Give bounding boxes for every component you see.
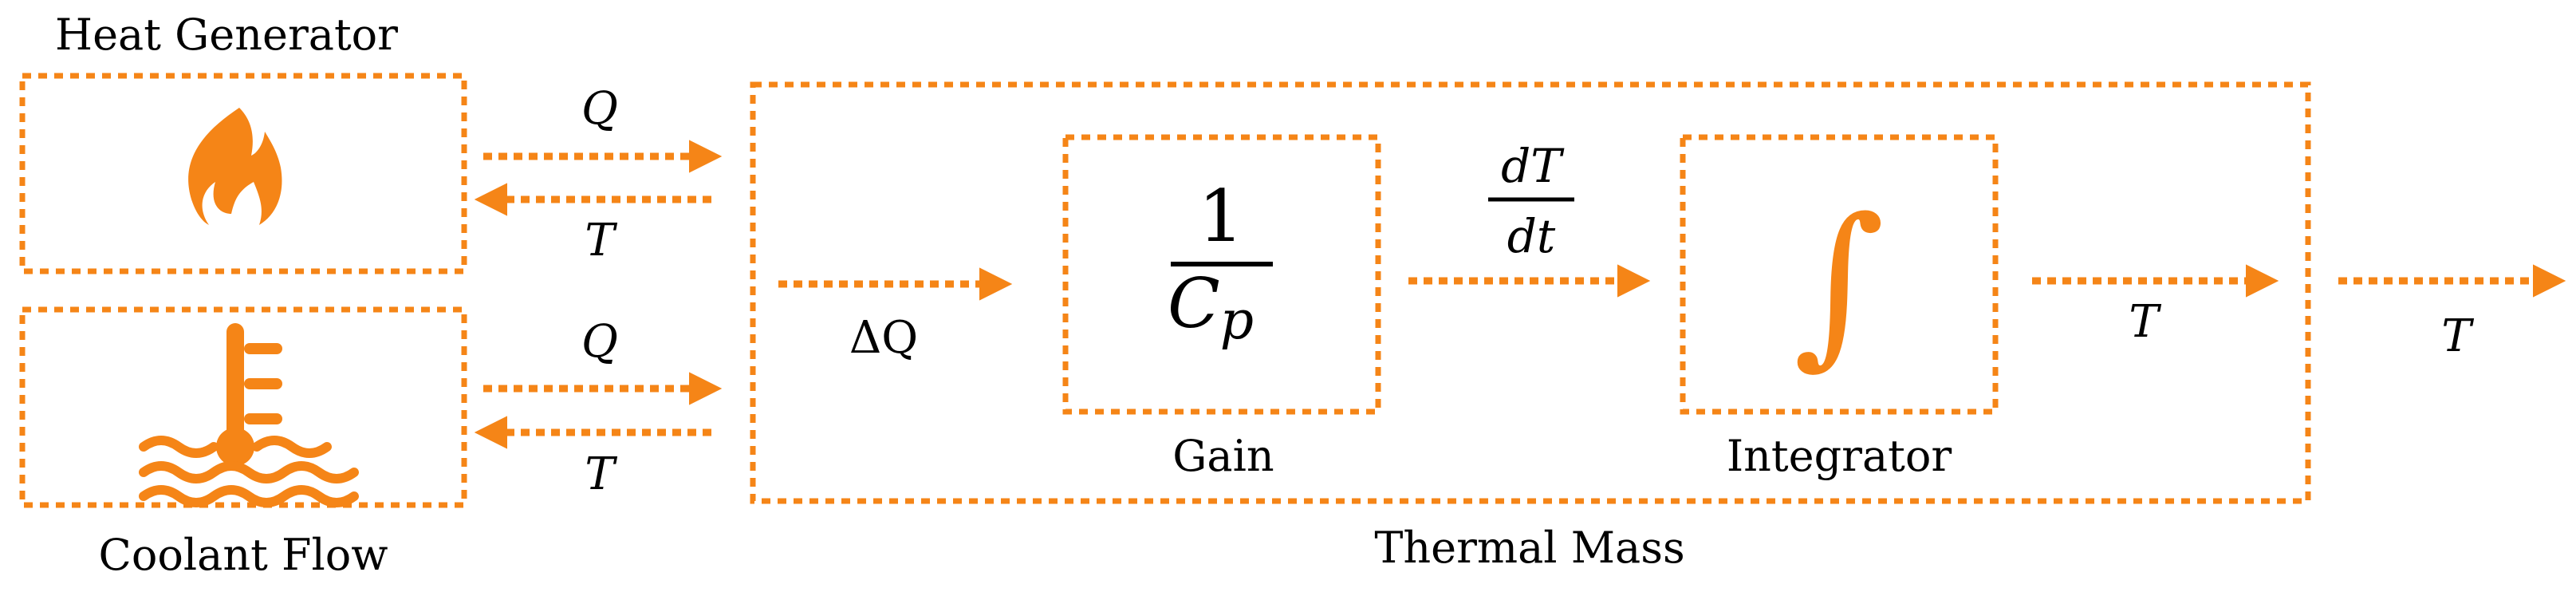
flame-icon	[188, 108, 282, 225]
heat-generator-label: Heat Generator	[55, 10, 398, 60]
coolant-flow-label: Coolant Flow	[99, 530, 388, 580]
coolant-t-label: T	[585, 448, 617, 500]
gain-label: Gain	[1172, 431, 1274, 481]
coolant-waves-icon	[139, 436, 359, 507]
coolant-q-label: Q	[581, 316, 618, 368]
dtdt-denominator: dt	[1507, 209, 1556, 263]
gain-block	[1062, 134, 1381, 415]
gain-denominator: Cp	[1168, 264, 1254, 351]
thermal-mass-label: Thermal Mass	[1374, 523, 1684, 573]
output-label: T	[2441, 310, 2474, 362]
dtdt-numerator: dT	[1501, 139, 1565, 193]
integrator-output-label: T	[2129, 296, 2161, 348]
thermometer-coolant-icon	[216, 323, 282, 466]
thermal-mass-block	[750, 81, 2311, 504]
gain-numerator: 1	[1198, 175, 1243, 259]
integrator-block	[1680, 134, 1999, 415]
heat-t-label: T	[585, 215, 617, 266]
integrator-label: Integrator	[1727, 431, 1952, 481]
integrator-symbol: ∫	[1794, 180, 1885, 385]
heat-q-label: Q	[581, 83, 618, 135]
delta-q-label: ΔQ	[849, 312, 918, 364]
